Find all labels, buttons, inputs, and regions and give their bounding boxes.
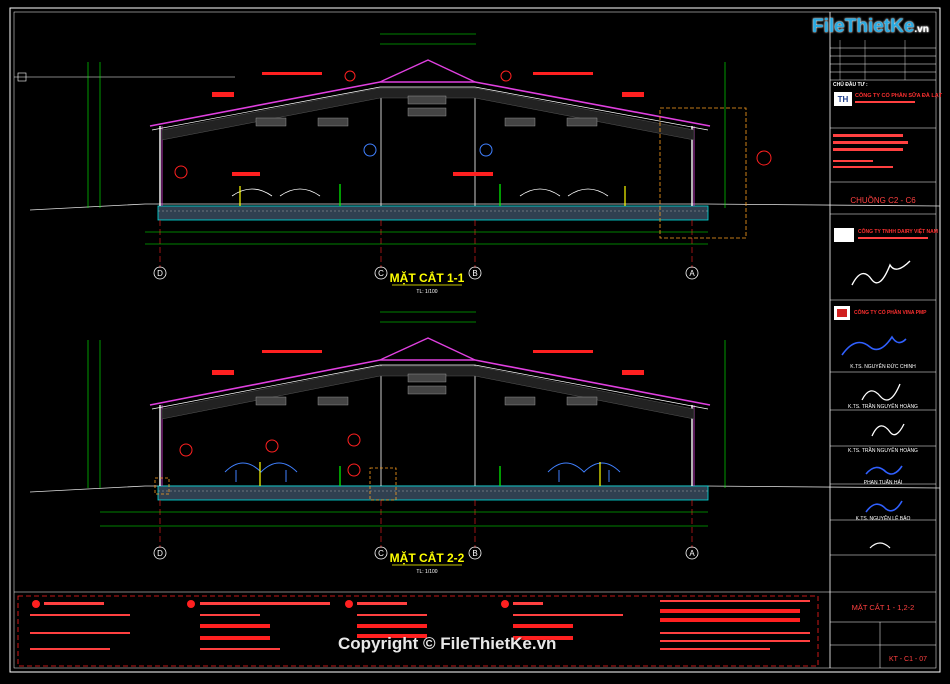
designer-name: CÔNG TY TNHH DAIRY VIỆT NAM [858,227,938,235]
axis-label: C [378,269,384,278]
signer-2: K.TS. TRẦN NGUYÊN HOÀNG [848,402,918,410]
signer-4: K.TS. NGUYỄN LÊ BẢO [856,514,911,522]
sheet-border [9,7,941,673]
axis-label: A [689,269,695,278]
axis-label: A [689,549,695,558]
axis-label: D [157,549,163,558]
owner-logo: TH [838,95,849,104]
consultant-name: CÔNG TY CỔ PHẦN VINA PMP [854,308,927,316]
sheet-number: KT - C1 - 07 [889,656,927,663]
sheet-title: MẶT CẮT 1 - 1,2-2 [852,603,915,612]
section-scale-2: TL: 1/100 [416,569,437,575]
axis-label: C [378,549,384,558]
signer-3: PHAN TUẤN HẢI [864,479,903,486]
owner-name: CÔNG TY CỔ PHẦN SỮA ĐÀ LẠT [855,91,943,99]
axis-label: B [472,549,477,558]
copyright-watermark: Copyright © FileThietKe.vn [338,634,557,653]
logo-brand: FileThietKe [812,16,915,37]
section-title-2: MẶT CẮT 2-2 [390,550,465,565]
owner-label: CHỦ ĐẦU TƯ : [833,81,868,88]
section-1-1 [29,33,941,280]
project-name: CHUỒNG C2 - C6 [850,195,916,205]
logo-domain: .vn [914,24,929,35]
section-2-2 [29,311,941,560]
site-logo: FileThietKe.vn [812,8,929,44]
section-scale-1: TL: 1/100 [416,289,437,295]
signer-3-title: K.TS. TRẦN NGUYÊN HOÀNG [848,446,918,454]
section-title-1: MẶT CẮT 1-1 [390,270,465,285]
title-block: CHỦ ĐẦU TƯ : TH CÔNG TY CỔ PHẦN SỮA ĐÀ L… [829,12,943,668]
axis-label: D [157,269,163,278]
axis-label: B [472,269,477,278]
notes-strip [14,591,830,667]
signer-1: K.TS. NGUYỄN ĐỨC CHINH [850,363,916,370]
